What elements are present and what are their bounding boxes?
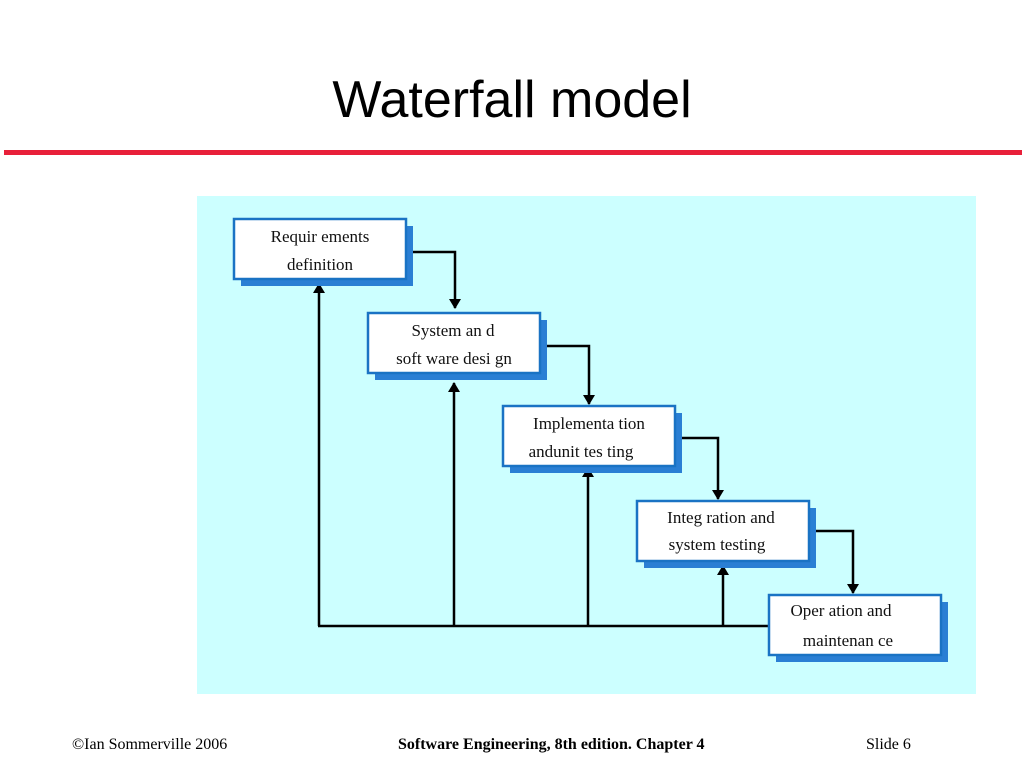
phase-label-line1: Oper ation and	[790, 601, 892, 620]
phase-label-line2: system testing	[669, 535, 766, 554]
phase-label-line2: andunit tes ting	[529, 442, 634, 461]
phase-label-line2: definition	[287, 255, 354, 274]
slide-title: Waterfall model	[332, 71, 692, 129]
phase-implementation-unit-testing: Implementa tion andunit tes ting	[501, 404, 682, 473]
footer-book-title: Software Engineering, 8th edition. Chapt…	[398, 736, 705, 753]
waterfall-diagram: Requir ements definition System an d sof…	[197, 196, 976, 694]
flow-arrow-4	[811, 529, 859, 594]
phase-system-software-design: System an d soft ware desi gn	[366, 311, 547, 380]
phase-label-line2: soft ware desi gn	[396, 349, 512, 368]
flow-arrow-2	[541, 344, 595, 405]
title-divider	[4, 150, 1022, 155]
phase-integration-system-testing: Integ ration and system testing	[635, 499, 816, 568]
phase-requirements-definition: Requir ements definition	[232, 217, 413, 286]
phase-label-line2: maintenan ce	[803, 631, 893, 650]
phase-label-line1: Integ ration and	[667, 508, 775, 527]
phase-label-line1: Requir ements	[271, 227, 370, 246]
flow-arrow-1	[407, 250, 461, 309]
waterfall-diagram-canvas: Requir ements definition System an d sof…	[232, 217, 948, 662]
footer-slide-number: Slide 6	[866, 736, 911, 753]
phase-label-line1: System an d	[411, 321, 495, 340]
phase-label-line1: Implementa tion	[533, 414, 645, 433]
footer-copyright: ©Ian Sommerville 2006	[72, 736, 228, 753]
flow-arrow-3	[675, 436, 724, 500]
phase-operation-maintenance: Oper ation and maintenan ce	[767, 593, 948, 662]
